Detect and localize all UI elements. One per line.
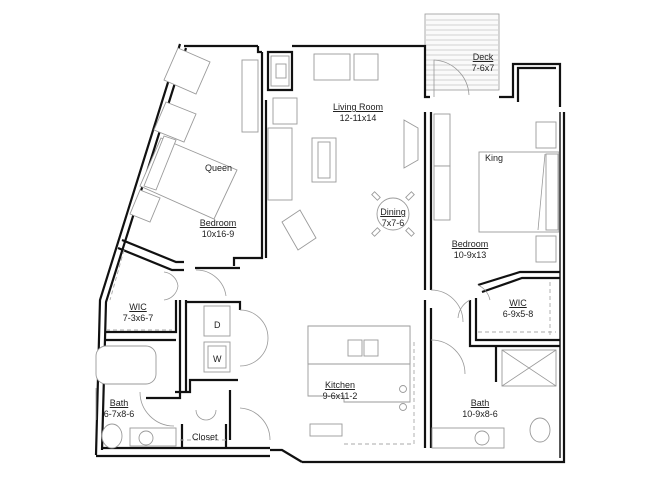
- room-name: Bedroom: [199, 218, 237, 228]
- room-dimensions: 7-6x7: [471, 63, 495, 73]
- room-name: Living Room: [332, 102, 384, 112]
- laundry-machines: [203, 305, 231, 373]
- room-dimensions: 6-7x8-6: [103, 409, 135, 419]
- left-bath-fixtures: [95, 345, 177, 449]
- room-label-kitchen: Kitchen 9-6x11-2: [323, 380, 358, 402]
- room-name: Bath: [109, 398, 129, 408]
- dryer-tag: D: [214, 320, 221, 330]
- room-dimensions: 7-3x6-7: [122, 313, 154, 323]
- room-label-deck: Deck 7-6x7: [472, 52, 495, 74]
- room-dimensions: 6-9x5-8: [502, 309, 534, 319]
- room-name: Bedroom: [451, 239, 489, 249]
- living-room-furniture: [267, 53, 419, 251]
- room-label-living-room: Living Room 12-11x14: [333, 102, 383, 124]
- queen-bedroom-furniture: [129, 47, 259, 223]
- room-name: WIC: [129, 302, 147, 312]
- room-dimensions: 7x7-6: [381, 218, 405, 228]
- exterior-walls: [94, 43, 566, 464]
- room-label-wic-right: WIC 6-9x5-8: [503, 298, 534, 320]
- king-bed-tag: King: [485, 153, 504, 163]
- king-bedroom-furniture: [433, 113, 560, 263]
- queen-bed-tag: Queen: [205, 163, 233, 173]
- room-label-bedroom-queen: Bedroom 10x16-9: [200, 218, 237, 240]
- door-swings: [139, 269, 491, 441]
- kitchen-fixtures: [307, 325, 415, 445]
- room-label-bath-left: Bath 6-7x8-6: [104, 398, 135, 420]
- washer-tag: W: [213, 354, 222, 364]
- room-label-wic-left: WIC 7-3x6-7: [123, 302, 154, 324]
- room-name: Deck: [472, 52, 494, 62]
- room-label-bath-right: Bath 10-9x8-6: [462, 398, 498, 420]
- room-dimensions: 10x16-9: [201, 229, 235, 239]
- room-label-bedroom-king: Bedroom 10-9x13: [452, 239, 489, 261]
- deck-area: [424, 13, 500, 97]
- room-name: Kitchen: [324, 380, 356, 390]
- room-name: Dining: [380, 207, 406, 217]
- closet-tag: Closet: [192, 432, 218, 442]
- room-dimensions: 12-11x14: [339, 113, 377, 123]
- right-bath-fixtures: [431, 349, 557, 449]
- room-name: Bath: [470, 398, 490, 408]
- room-dimensions: 10-9x13: [453, 250, 487, 260]
- room-dimensions: 9-6x11-2: [322, 391, 358, 401]
- closet-shelving: [106, 249, 556, 441]
- room-label-dining: Dining 7x7-6: [380, 207, 406, 229]
- interior-walls: [106, 50, 560, 448]
- room-name: WIC: [509, 298, 527, 308]
- room-dimensions: 10-9x8-6: [462, 409, 498, 419]
